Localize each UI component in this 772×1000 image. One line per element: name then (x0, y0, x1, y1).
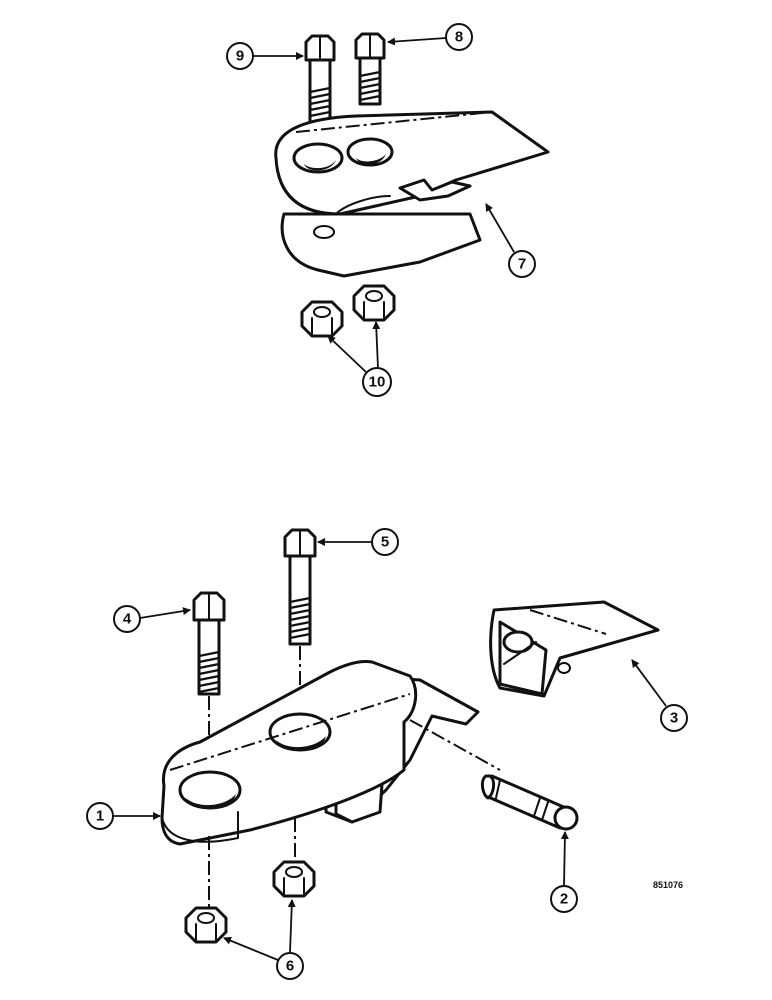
callout-8: 8 (445, 23, 473, 51)
nut-6-left (184, 906, 228, 944)
callout-5: 5 (371, 528, 399, 556)
tooth-7 (274, 110, 550, 278)
nut-10-right (352, 284, 396, 322)
svg-text:9: 9 (236, 48, 244, 65)
bolt-8 (354, 32, 386, 106)
svg-text:6: 6 (286, 958, 294, 975)
bolt-5 (283, 528, 317, 646)
callout-6: 6 (276, 952, 304, 980)
bolt-4 (192, 591, 226, 696)
bolt-9 (304, 34, 336, 126)
svg-text:8: 8 (455, 29, 463, 46)
svg-text:4: 4 (123, 611, 132, 628)
svg-text:7: 7 (518, 256, 526, 273)
svg-text:10: 10 (369, 374, 386, 391)
nut-6-right (272, 860, 316, 898)
callout-7: 7 (508, 250, 536, 278)
tooth-3 (489, 600, 660, 698)
svg-text:1: 1 (96, 808, 104, 825)
svg-text:3: 3 (670, 710, 678, 727)
figure-code: 851076 (653, 880, 683, 890)
pin-2 (480, 774, 579, 831)
svg-text:5: 5 (381, 534, 389, 551)
adapter-1 (160, 660, 501, 846)
callout-2: 2 (550, 885, 578, 913)
callout-9: 9 (226, 42, 254, 70)
callout-10: 10 (362, 367, 392, 397)
callout-3: 3 (660, 704, 688, 732)
nut-10-left (300, 300, 344, 338)
callout-4: 4 (113, 605, 141, 633)
svg-text:2: 2 (560, 891, 568, 908)
callout-1: 1 (86, 802, 114, 830)
